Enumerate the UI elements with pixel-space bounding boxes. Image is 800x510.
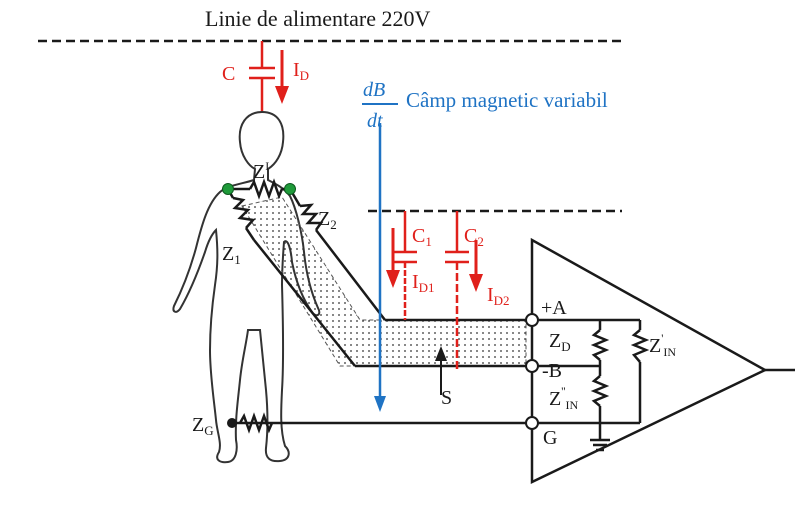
dbdt-fraction: dB dt [362,79,398,132]
magnetic-field-arrow-icon [374,123,386,412]
cable-shield-band [241,196,527,367]
svg-text:dt: dt [367,110,383,132]
capacitor-c [249,41,275,112]
arrow-id-icon [275,50,289,104]
power-line-label: Linie de alimentare 220V [205,6,431,31]
terminal-minus-b [525,359,539,373]
electrode-left-node [222,183,234,195]
capacitor-c1 [393,211,417,320]
amplifier-triangle [530,237,768,484]
zg-resistor [238,412,274,434]
plus-a-label: +A [541,297,567,319]
arrow-id1-icon [386,228,400,288]
arrow-id2-icon [469,240,483,292]
s-label: S [441,387,452,409]
minus-b-label: -B [542,360,562,382]
loop-area-arrow-icon [435,346,447,395]
terminal-plus-a [525,313,539,327]
id1-label: ID1 [412,271,435,295]
zin2-label: Z''IN [549,384,579,412]
cap-c-label: C [222,63,235,85]
z1-label: Z1 [222,243,241,267]
input-network [538,318,650,452]
z2-label: Z2 [318,208,337,232]
magnetic-field-label: Câmp magnetic variabil [406,88,608,112]
id-label: ID [293,59,309,83]
zd-label: ZD [549,330,571,354]
electrode-right-node [284,183,296,195]
terminal-g [525,416,539,430]
zg-label: ZG [192,414,214,438]
svg-text:dB: dB [363,79,385,101]
id2-label: ID2 [487,284,510,308]
lead-wires [226,178,532,425]
c2-label: C2 [464,225,484,249]
capacitor-c2 [445,211,469,370]
ground-electrode-node [227,418,237,428]
zin1-label: Z'IN [649,331,676,359]
c1-label: C1 [412,225,432,249]
g-label: G [543,427,557,449]
z-top-label: ZI [253,159,269,183]
